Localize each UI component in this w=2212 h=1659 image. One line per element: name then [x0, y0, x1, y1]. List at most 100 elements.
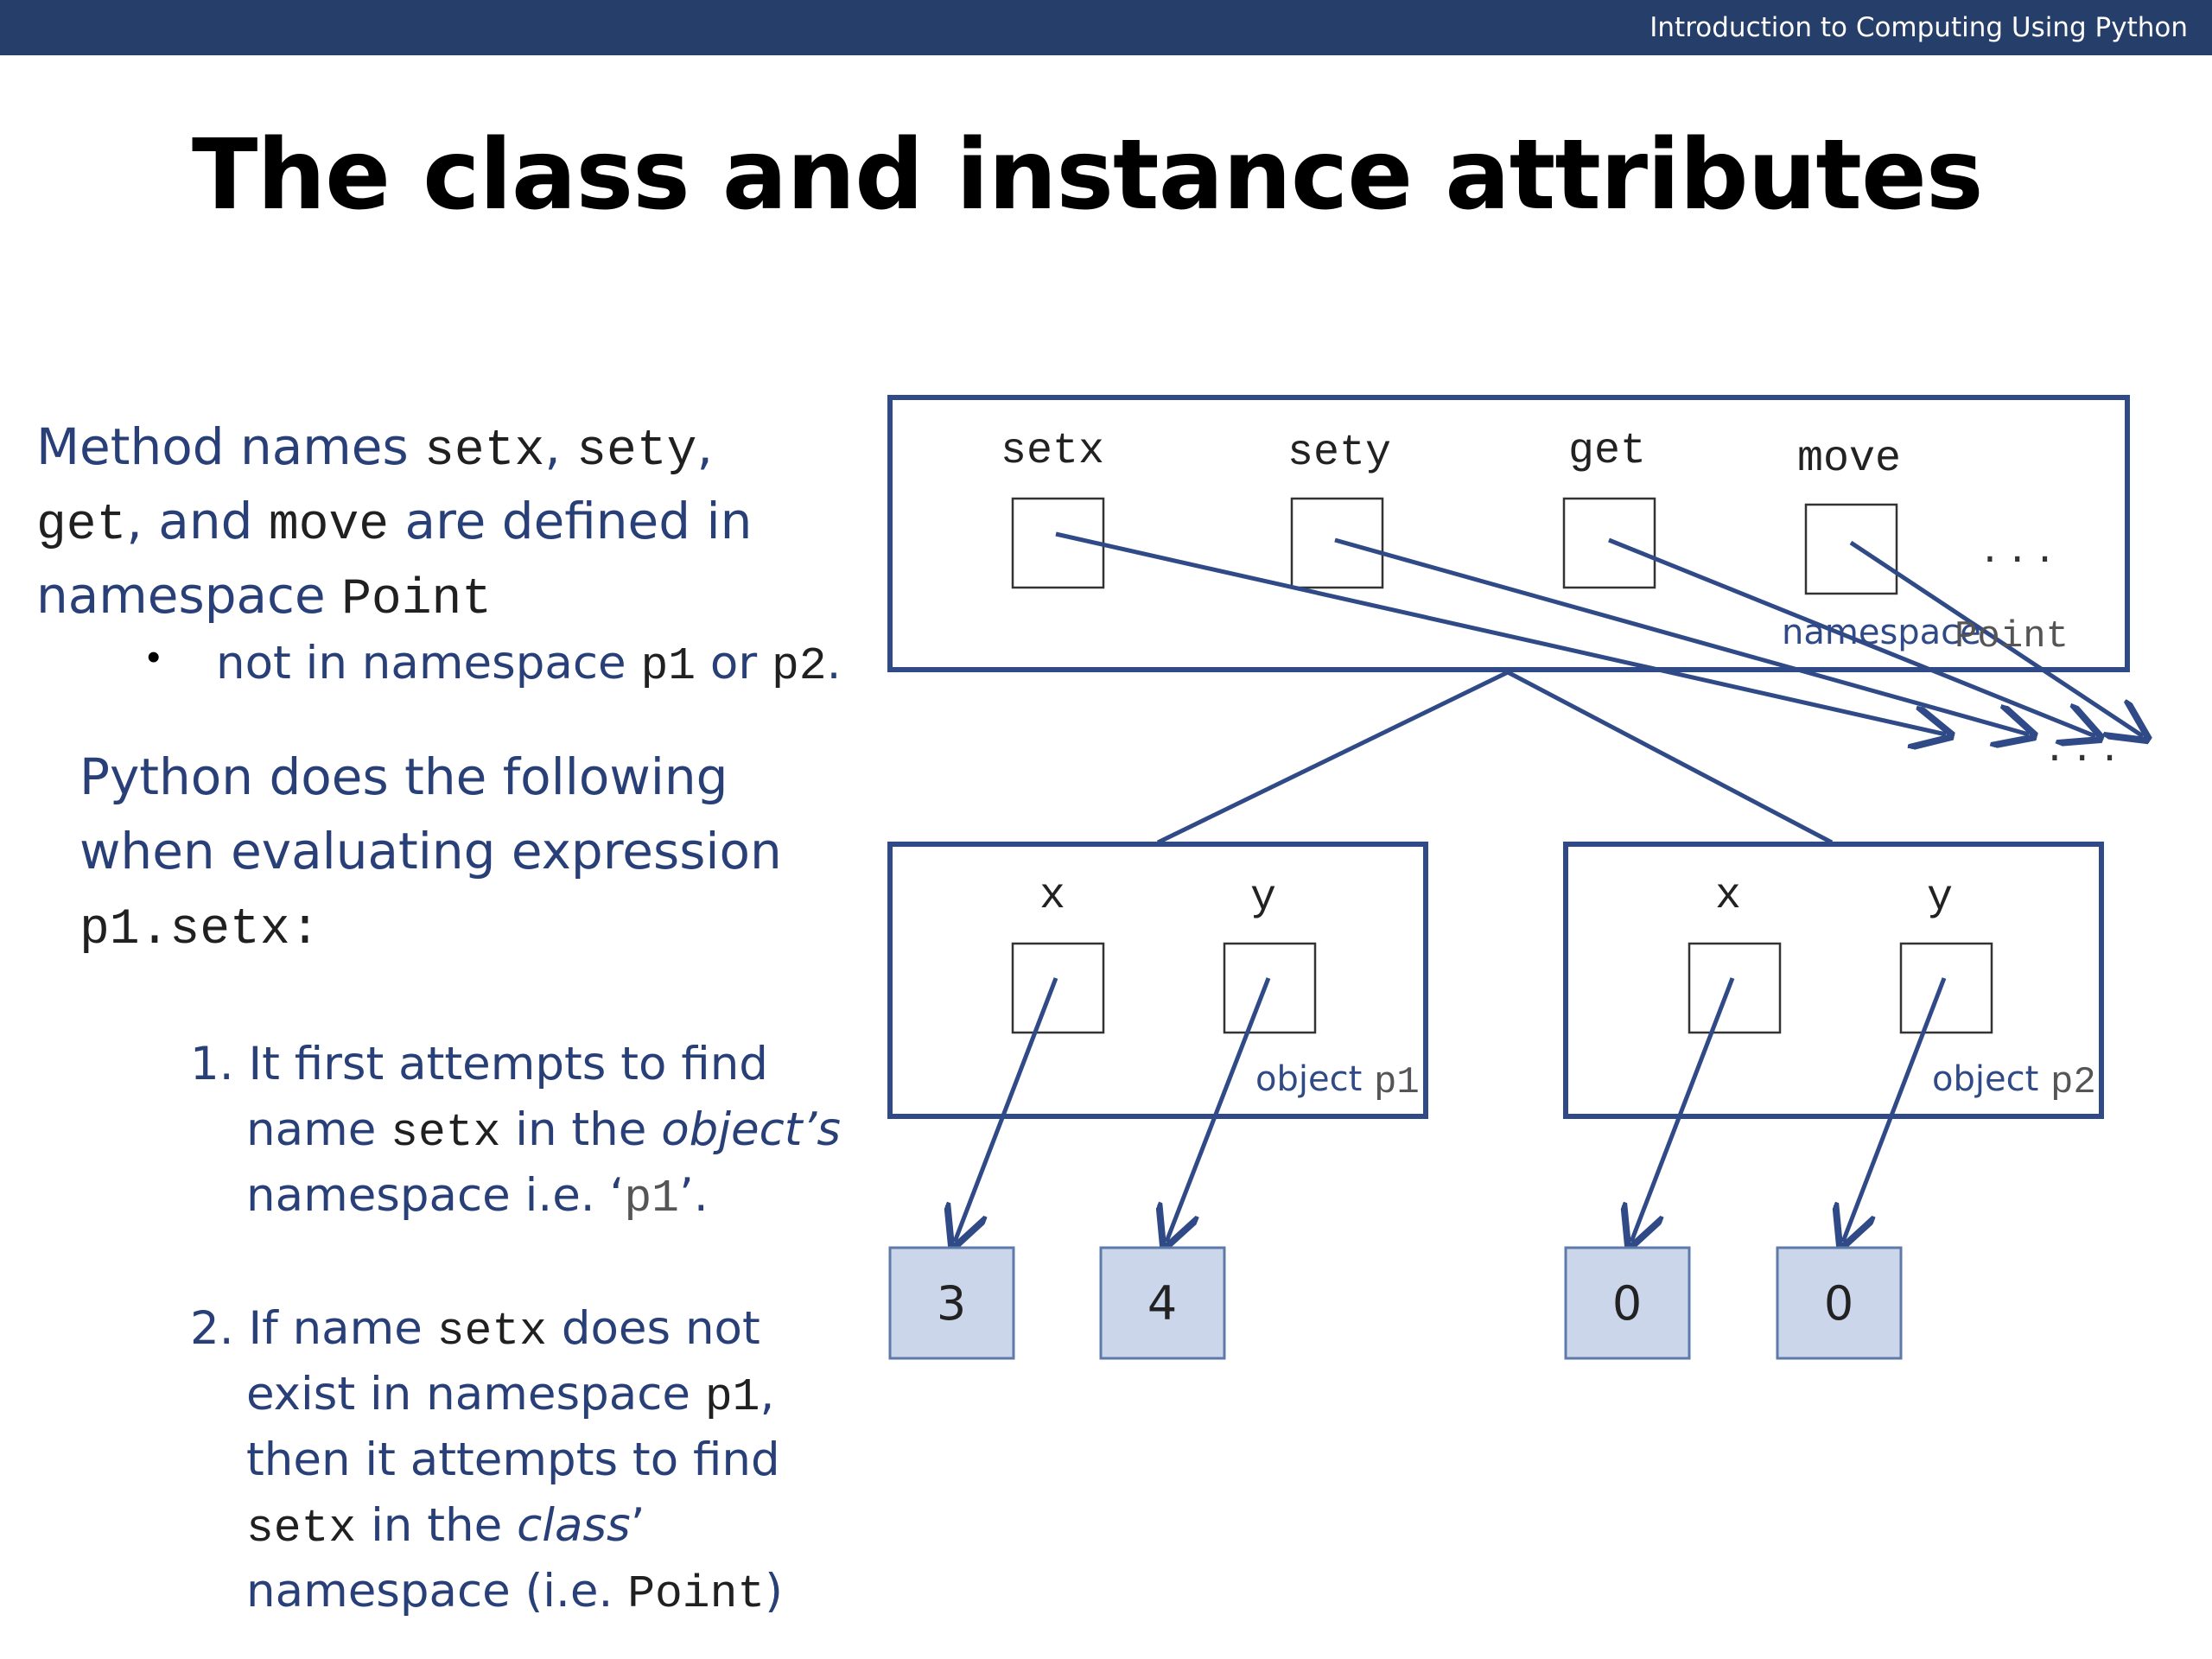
step2-line5: namespace (i.e. Point) [246, 1559, 783, 1627]
step2-text: exist in namespace [246, 1368, 705, 1421]
code-setx: setx [436, 1306, 547, 1357]
code-move: move [268, 498, 390, 554]
para1-line2: get, and move are defined in [36, 484, 752, 563]
code-setx: setx [246, 1503, 357, 1554]
method-name-move: move [1797, 435, 1901, 484]
para1-text: , [544, 417, 577, 476]
step1-text: It first attempts to find [248, 1038, 768, 1090]
step1-line2: name setx in the object’s [246, 1097, 841, 1166]
connector-to-p2 [1506, 670, 1834, 845]
method-name-get: get [1568, 427, 1646, 476]
bullet-text: not in namespace p1 or p2. [216, 631, 841, 699]
code-p1-setx: p1.setx: [79, 902, 321, 958]
step2-text: does not [546, 1302, 760, 1355]
para1-line1: Method names setx, sety, [36, 410, 713, 489]
step1-text: namespace i.e. ‘ [246, 1169, 625, 1222]
value-box-p1-y [1099, 1246, 1226, 1360]
code-setx: setx [424, 423, 545, 480]
code-get: get [36, 498, 127, 554]
arrow-sety [1334, 537, 2029, 734]
slot-sety [1290, 497, 1384, 589]
slot-x-p2 [1688, 942, 1782, 1034]
step2-line1: 2. If name setx does not [190, 1296, 760, 1364]
class-namespace-label-name: Point [1955, 615, 2069, 658]
step1-text: in the [500, 1103, 662, 1156]
code-p2: p2 [772, 640, 827, 692]
step1-text: name [246, 1103, 391, 1156]
code-p1: p1 [624, 1173, 679, 1224]
value-box-p2-y [1776, 1246, 1903, 1360]
step1-number: 1. [190, 1038, 234, 1090]
step2-text: in the [356, 1499, 518, 1552]
bullet-dot: • [147, 636, 161, 678]
arrow-x-p2 [1631, 977, 1735, 1242]
bullet-part: . [826, 637, 842, 690]
step1-line1: 1. It first attempts to find [190, 1032, 768, 1097]
value-p1-x: 3 [937, 1276, 966, 1331]
object-p1-label-name: p1 [1374, 1061, 1420, 1104]
code-sety: sety [576, 423, 697, 480]
para1-text: are defined in [389, 492, 753, 550]
header-bar: Introduction to Computing Using Python [0, 0, 2212, 55]
slot-get [1562, 497, 1656, 589]
arrow-get [1608, 537, 2095, 736]
arrow-setx [1055, 531, 1946, 734]
slot-y-p1 [1223, 942, 1317, 1034]
step2-text: namespace (i.e. [246, 1565, 628, 1618]
para1-text: namespace [36, 566, 342, 625]
methods-ellipsis: . . . [1983, 522, 2051, 572]
object-p2-label-name: p2 [2050, 1061, 2096, 1104]
value-p1-y: 4 [1147, 1276, 1177, 1331]
connector-to-p1 [1156, 670, 1510, 845]
step2-text: If name [248, 1302, 437, 1355]
para1-text: Method names [36, 417, 425, 476]
step1-text: ’. [678, 1169, 709, 1222]
step2-text: ) [765, 1565, 783, 1618]
value-p2-x: 0 [1612, 1276, 1642, 1331]
arrow-x-p1 [955, 977, 1058, 1242]
code-p1: p1 [704, 1371, 760, 1423]
object-p1-box [887, 842, 1428, 1119]
para1-line3: namespace Point [36, 558, 492, 638]
bullet-part: or [696, 637, 772, 690]
code-p1: p1 [640, 640, 696, 692]
slot-move [1804, 503, 1898, 595]
code-point: Point [627, 1568, 766, 1620]
method-name-setx: setx [1001, 427, 1104, 476]
step2-text: ’ [630, 1499, 645, 1552]
step2-number: 2. [190, 1302, 234, 1355]
step2-line3: then it attempts to find [246, 1433, 780, 1486]
course-title: Introduction to Computing Using Python [1649, 12, 2188, 43]
para2-line3: p1.setx: [79, 888, 320, 968]
para1-text: , and [126, 492, 269, 550]
code-setx: setx [391, 1107, 501, 1159]
attr-name-y-p1: y [1250, 874, 1276, 923]
code-point: Point [341, 572, 493, 628]
step2-text: , [760, 1368, 775, 1421]
object-p1-label-word: object [1255, 1059, 1362, 1099]
step1-emphasis: object’s [661, 1103, 842, 1156]
slot-y-p2 [1899, 942, 1993, 1034]
attr-name-x-p1: x [1039, 872, 1065, 921]
arrow-y-p2 [1843, 977, 1947, 1242]
attr-name-y-p2: y [1927, 874, 1953, 923]
step2-line4: setx in the class’ [246, 1493, 645, 1561]
bullet-part: not in namespace [216, 637, 641, 690]
arrow-move [1849, 540, 2143, 736]
object-p2-box [1563, 842, 2104, 1119]
slot-x-p1 [1011, 942, 1105, 1034]
class-namespace-label-word: namespace [1782, 613, 1981, 652]
arrow-y-p1 [1166, 977, 1271, 1242]
attr-name-x-p2: x [1715, 872, 1741, 921]
method-name-sety: sety [1287, 429, 1391, 478]
targets-ellipsis: . . . [2048, 721, 2116, 771]
para1-text: , [696, 417, 713, 476]
para2-line1: Python does the following [79, 747, 728, 806]
value-box-p1-x [888, 1246, 1015, 1360]
para2-line2: when evaluating expression [79, 822, 782, 880]
value-box-p2-x [1564, 1246, 1691, 1360]
step1-line3: namespace i.e. ‘p1’. [246, 1163, 709, 1231]
value-p2-y: 0 [1824, 1276, 1853, 1331]
slide-title: The class and instance attributes [192, 119, 1984, 232]
